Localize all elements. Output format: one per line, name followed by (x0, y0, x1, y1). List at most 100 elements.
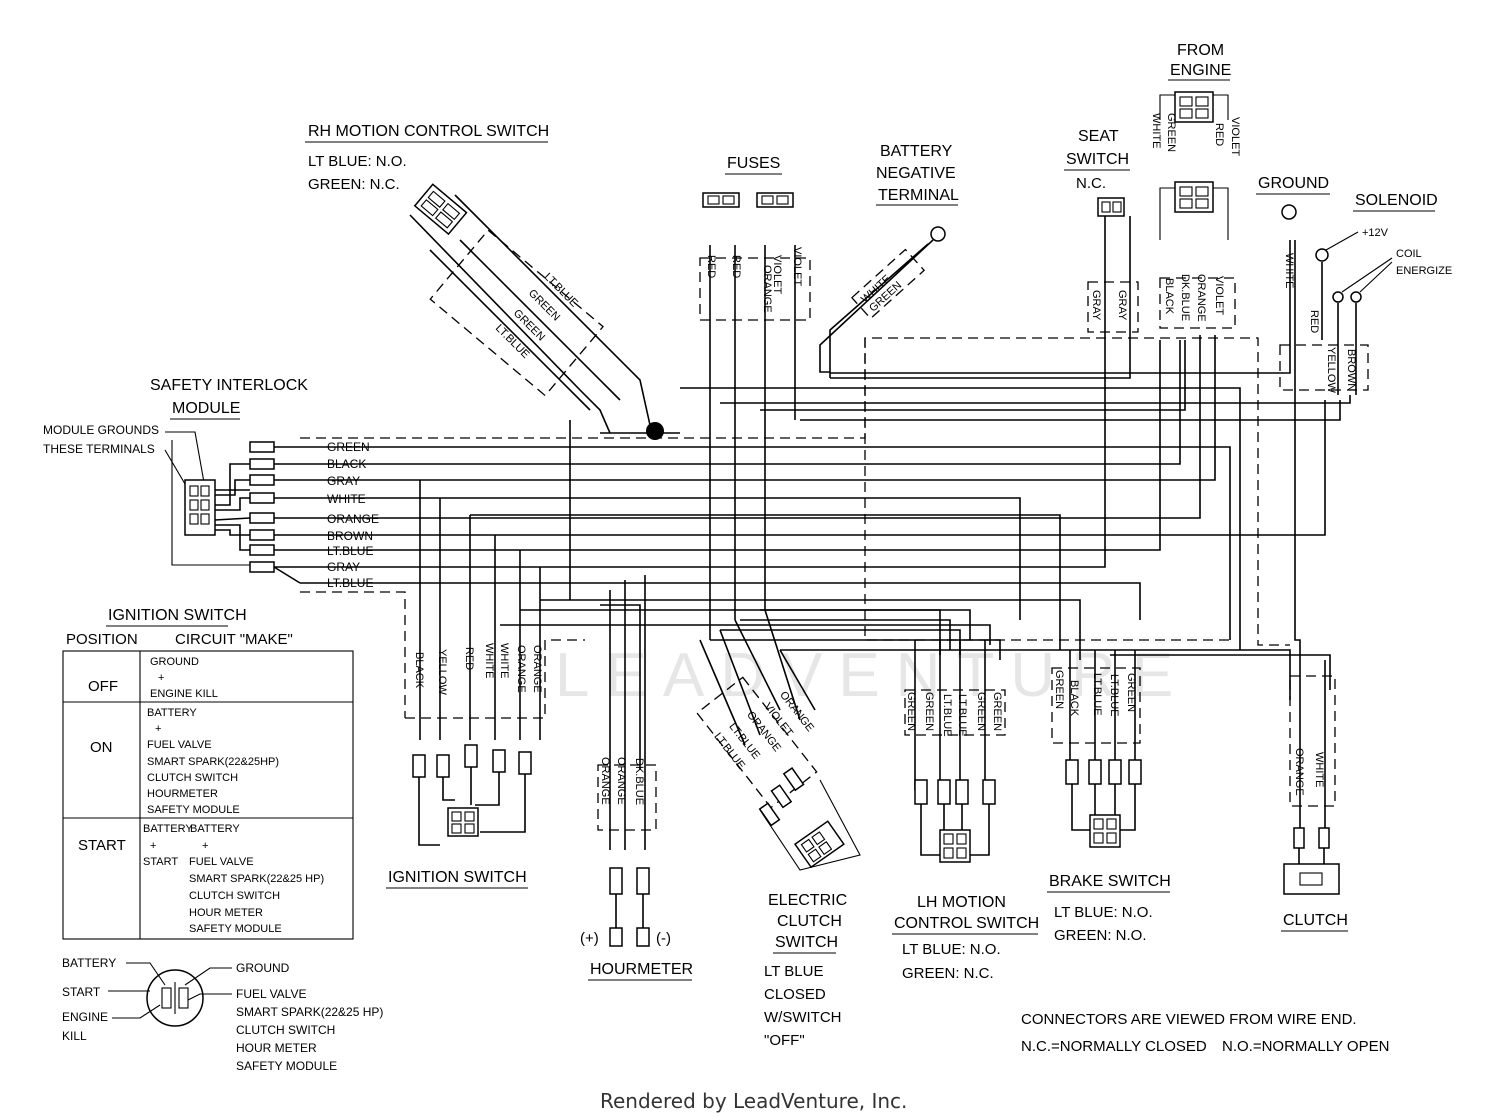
solenoid-coil-ring-2-icon (1350, 291, 1362, 303)
svg-text:RED: RED (463, 647, 475, 670)
lh-motion-control-switch: GREEN GREEN LT.BLUE LT.BLUE GREEN GREEN … (892, 692, 1039, 982)
svg-text:ORANGE: ORANGE (515, 645, 527, 693)
svg-text:SAFETY MODULE: SAFETY MODULE (189, 923, 282, 935)
ignition-switch-table: IGNITION SWITCH POSITION CIRCUIT "MAKE" … (62, 607, 354, 940)
brake-switch-plug-icon (1089, 814, 1121, 848)
svg-text:BATTERY: BATTERY (62, 956, 116, 970)
svg-text:RED: RED (1308, 310, 1320, 333)
svg-text:BLACK: BLACK (1068, 680, 1080, 717)
svg-text:BROWN: BROWN (327, 529, 373, 543)
svg-text:WHITE: WHITE (1313, 752, 1325, 787)
svg-text:KILL: KILL (62, 1029, 87, 1043)
svg-text:WHITE: WHITE (327, 492, 366, 506)
svg-text:LT BLUE: LT BLUE (764, 963, 823, 980)
svg-text:+: + (202, 840, 208, 852)
svg-text:CLUTCH SWITCH: CLUTCH SWITCH (189, 890, 280, 902)
ground-terminal: GROUND WHITE (1256, 175, 1330, 288)
svg-text:BRAKE SWITCH: BRAKE SWITCH (1049, 873, 1171, 890)
svg-text:NEGATIVE: NEGATIVE (876, 165, 956, 182)
svg-text:+: + (150, 840, 156, 852)
svg-text:SMART SPARK(22&25 HP): SMART SPARK(22&25 HP) (189, 873, 324, 885)
svg-text:SEAT: SEAT (1078, 128, 1119, 145)
svg-text:ELECTRIC: ELECTRIC (768, 892, 847, 909)
svg-text:ENGINE: ENGINE (1170, 62, 1231, 79)
safety-interlock-module: SAFETY INTERLOCK MODULE MODULE GROUNDS T… (43, 377, 379, 590)
svg-text:WHITE: WHITE (1283, 253, 1295, 288)
svg-text:SAFETY MODULE: SAFETY MODULE (236, 1059, 337, 1073)
svg-text:ENGINE: ENGINE (62, 1010, 108, 1024)
lh-switch-plug-icon (939, 829, 971, 863)
svg-text:GREEN: GREEN (1165, 113, 1177, 152)
svg-text:SMART SPARK(22&25 HP): SMART SPARK(22&25 HP) (236, 1005, 383, 1019)
svg-text:IGNITION SWITCH: IGNITION SWITCH (108, 607, 247, 624)
svg-text:FUEL VALVE: FUEL VALVE (189, 856, 254, 868)
svg-text:(-): (-) (656, 930, 671, 947)
svg-text:START: START (78, 837, 126, 854)
rh-green-note: GREEN: N.C. (308, 176, 400, 193)
svg-text:LT BLUE: N.O.: LT BLUE: N.O. (902, 941, 1001, 958)
harness-outlines (300, 257, 1369, 831)
svg-text:THESE TERMINALS: THESE TERMINALS (43, 442, 155, 456)
solenoid-12v-ring-icon (1315, 248, 1329, 262)
svg-text:YELLOW: YELLOW (436, 649, 448, 695)
svg-text:ORANGE: ORANGE (531, 645, 543, 693)
svg-text:GREEN: GREEN (1125, 673, 1137, 712)
svg-text:MODULE: MODULE (172, 400, 240, 417)
svg-text:BATTERY: BATTERY (143, 823, 193, 835)
clutch: ORANGE WHITE CLUTCH (1281, 748, 1348, 932)
svg-text:COIL: COIL (1396, 248, 1422, 260)
module-wire-plugs (249, 441, 275, 573)
footer-credit: Rendered by LeadVenture, Inc. (600, 1089, 907, 1113)
svg-text:LT.BLUE: LT.BLUE (327, 544, 373, 558)
svg-text:ORANGE: ORANGE (599, 757, 611, 805)
svg-text:GROUND: GROUND (1258, 175, 1329, 192)
svg-text:HOUR METER: HOUR METER (236, 1041, 317, 1055)
svg-text:VIOLET: VIOLET (1229, 117, 1241, 156)
svg-text:START: START (62, 985, 101, 999)
rh-switch-connector-icon (413, 183, 468, 236)
svg-text:TERMINAL: TERMINAL (878, 187, 959, 204)
svg-text:LT.BLUE: LT.BLUE (941, 694, 953, 737)
svg-text:BATTERY: BATTERY (147, 707, 197, 719)
svg-text:W/SWITCH: W/SWITCH (764, 1009, 841, 1026)
svg-text:ORANGE: ORANGE (327, 512, 379, 526)
clutch-connector-icon (1283, 863, 1340, 895)
svg-text:ON: ON (90, 739, 113, 756)
svg-text:CLUTCH SWITCH: CLUTCH SWITCH (147, 772, 238, 784)
svg-text:"OFF": "OFF" (764, 1032, 805, 1049)
ignition-switch-plug-icon (447, 807, 479, 837)
svg-text:MODULE GROUNDS: MODULE GROUNDS (43, 423, 159, 437)
svg-text:LT.BLUE: LT.BLUE (956, 694, 968, 737)
ground-junction-dot (646, 422, 664, 440)
svg-text:SOLENOID: SOLENOID (1355, 192, 1438, 209)
svg-text:GREEN: N.O.: GREEN: N.O. (1054, 927, 1147, 944)
svg-text:CLUTCH: CLUTCH (777, 913, 842, 930)
svg-text:BATTERY: BATTERY (880, 143, 953, 160)
seat-switch: SEAT SWITCH N.C. GRAY GRAY (1064, 128, 1131, 321)
svg-text:RED: RED (705, 255, 717, 278)
svg-text:BLACK: BLACK (413, 652, 425, 689)
svg-text:LT.BLUE: LT.BLUE (327, 576, 373, 590)
svg-text:GROUND: GROUND (150, 656, 199, 668)
svg-text:SWITCH: SWITCH (1066, 151, 1129, 168)
rh-motion-title: RH MOTION CONTROL SWITCH (308, 123, 549, 140)
svg-text:WHITE: WHITE (1150, 113, 1162, 148)
svg-text:GREEN: GREEN (1053, 670, 1065, 709)
svg-text:BROWN: BROWN (1345, 349, 1357, 391)
svg-text:GREEN: GREEN (327, 440, 370, 454)
svg-text:GRAY: GRAY (1116, 290, 1128, 321)
ignition-switch-label: IGNITION SWITCH (388, 869, 527, 886)
hourmeter-minus-terminal-icon (636, 927, 650, 947)
svg-text:DK.BLUE: DK.BLUE (633, 758, 645, 805)
svg-text:ORANGE: ORANGE (1195, 274, 1207, 322)
svg-text:SMART SPARK(22&25HP): SMART SPARK(22&25HP) (147, 756, 279, 768)
svg-text:GREEN: N.C.: GREEN: N.C. (902, 965, 994, 982)
brake-switch: GREEN BLACK LT.BLUE LT.BLUE GREEN BRAKE … (1047, 670, 1171, 944)
svg-text:HOURMETER: HOURMETER (147, 788, 218, 800)
fuses: FUSES RED RED VIOLET ORANGE VIOLET (702, 155, 803, 313)
svg-text:VIOLET: VIOLET (791, 247, 803, 286)
svg-text:FUEL VALVE: FUEL VALVE (236, 987, 306, 1001)
svg-text:GREEN: GREEN (905, 692, 917, 731)
svg-text:CLUTCH: CLUTCH (1283, 912, 1348, 929)
key-switch-legend: BATTERY START ENGINE KILL GROUND FUEL VA… (62, 956, 383, 1073)
